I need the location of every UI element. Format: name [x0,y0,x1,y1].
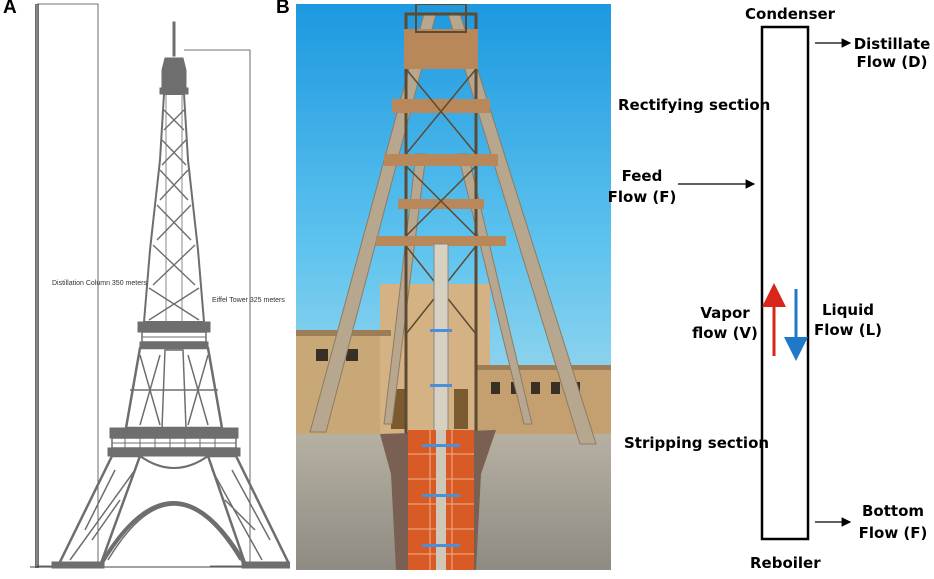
panel-a: A Distillation Column 350 meters Eiffel … [0,0,295,574]
vapor-flow-label-line2: flow (V) [692,324,758,342]
distillate-label-line1: Distillate [853,35,931,53]
eiffel-tower-drawing [30,3,295,569]
distillate-label-line2: Flow (D) [856,53,928,71]
panel-a-letter: A [3,0,17,18]
reboiler-label: Reboiler [750,554,821,572]
bottom-flow-label-line1: Bottom [861,502,924,520]
rectifying-section-label: Rectifying section [618,96,771,114]
liquid-flow-label-line1: Liquid [822,301,874,319]
feed-label-line1: Feed [621,167,663,185]
condenser-label: Condenser [745,5,836,23]
vapor-flow-label-line1: Vapor [700,304,750,322]
stripping-section-label: Stripping section [624,434,770,452]
headframe-photo [296,3,611,570]
feed-label-line2: Flow (F) [607,188,677,206]
liquid-flow-label-line2: Flow (L) [813,321,883,339]
panel-b: B [276,0,611,570]
bottom-flow-label-line2: Flow (F) [858,524,928,542]
panel-b-letter: B [276,0,290,18]
distillation-column-label: Distillation Column 350 meters [52,280,147,287]
eiffel-tower-label: Eiffel Tower 325 meters [212,297,285,304]
